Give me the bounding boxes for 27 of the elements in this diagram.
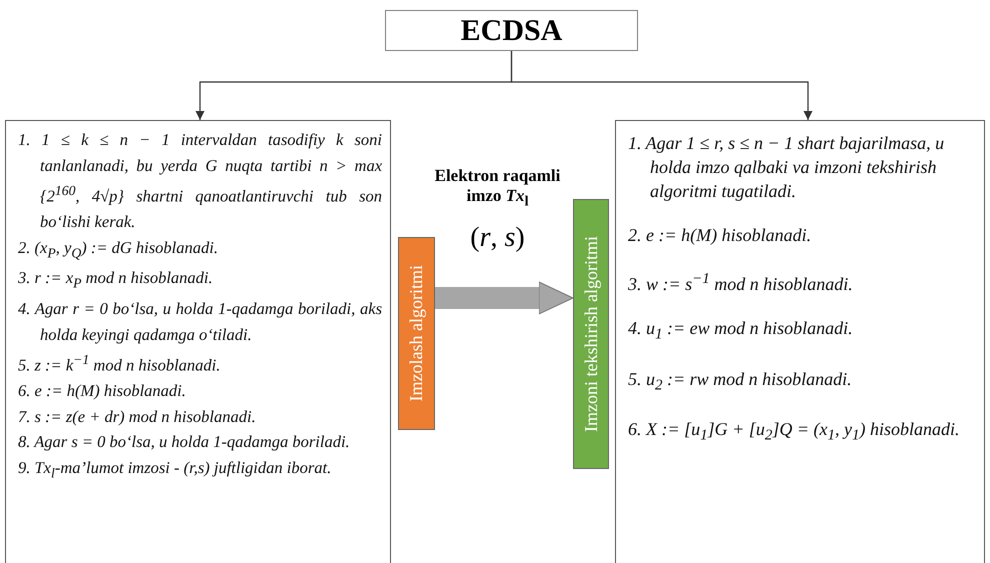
algorithm-box [398,237,435,430]
arrow [510,51,812,120]
box-label: Imzolash algoritmi [406,265,427,402]
step-item: 3. r := x$_{P}$ mod n hisoblanadi. [18,267,214,293]
step-item: 4. Agar r = 0 bo‘lsa, u holda 1-qadamga boriladi, aks holda keyingi qadamga o‘tiladi. [18,298,382,346]
steps-panel [615,120,985,563]
step-item: 7. s := z(e + dr) mod n hisoblanadi. [18,406,257,428]
step-item: 5. z := k$^{−1}$ mod n hisoblanadi. [18,351,222,377]
step-item: 4. u$_{1}$ := ew mod n hisoblanadi. [628,317,854,345]
step-item: 6. e := h(M) hisoblanadi. [18,380,187,402]
step-item: 5. u$_{2}$ := rw mod n hisoblanadi. [628,368,853,396]
title-box [385,10,638,51]
algorithm-box [573,199,609,469]
title-text: ECDSA [460,14,562,48]
arrow-caption: Elektron raqamli imzo Tx$_{l}$ [434,166,562,210]
step-item: 2. (x$_{P}$, y$_{Q}$) := dG hisoblanadi. [18,236,219,262]
step-item: 9. Tx$_{l}$-ma’lumot imzosi - (r,s) juftligidan iborat. [18,456,332,482]
signature-pair: (r, s) [469,222,526,254]
step-item: 1. Agar 1 ≤ r, s ≤ n − 1 shart bajarilmasa, u holda imzo qalbaki va imzoni tekshirish algoritmi tugatiladi. [628,132,946,203]
steps-panel [5,120,391,563]
step-item: 8. Agar s = 0 bo‘lsa, u holda 1-qadamga boriladi. [18,431,351,454]
step-item: 6. X := [u$_{1}$]G + [u$_{2}$]Q = (x$_{1}$, y$_{1}$) hisoblanadi. [628,418,960,446]
step-item: 2. e := h(M) hisoblanadi. [628,224,812,247]
box-label: Imzoni tekshirish algoritmi [580,236,602,432]
step-item: 1. 1 ≤ k ≤ n − 1 intervaldan tasodifiy k soni tanlanlanadi, bu yerda G nuqta tartibi n > max {2$^{160}$, 4√p} shartni qanoatlantiruvchi tub son bo‘lishi kerak. [18,129,382,233]
step-item: 3. w := s$^{−1}$ mod n hisoblanadi. [628,270,854,296]
block-arrow [435,282,574,314]
